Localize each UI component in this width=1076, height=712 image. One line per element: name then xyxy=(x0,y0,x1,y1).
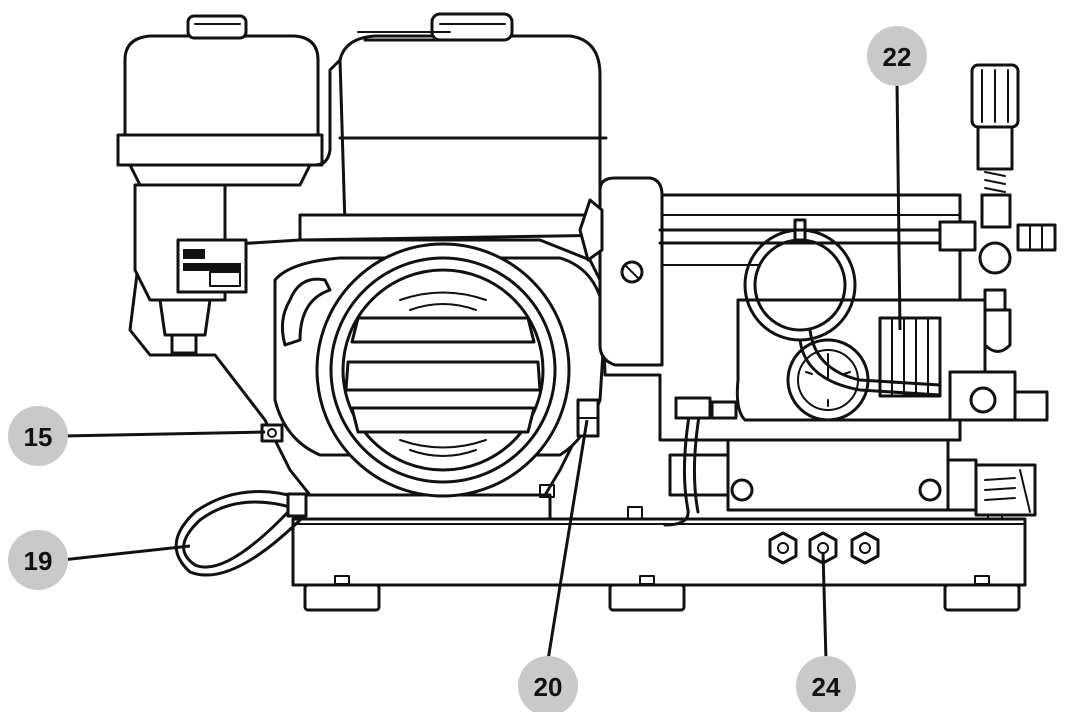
callout-19-label: 19 xyxy=(24,546,53,576)
leader-24 xyxy=(821,551,828,661)
leader-19 xyxy=(61,544,191,562)
engine xyxy=(116,12,622,521)
base-foot-middle xyxy=(608,583,686,612)
leader-15 xyxy=(61,430,266,438)
callout-15: 15 xyxy=(8,406,68,466)
callout-24: 24 xyxy=(796,656,856,712)
callout-20-label: 20 xyxy=(534,672,563,702)
base-foot-left xyxy=(303,583,381,612)
callout-20: 20 xyxy=(518,656,578,712)
callout-22-label: 22 xyxy=(883,42,912,72)
leader-22 xyxy=(895,81,902,331)
engine-mount-bolt xyxy=(260,423,284,443)
callout-19: 19 xyxy=(8,530,68,590)
callout-24-label: 24 xyxy=(812,672,841,702)
base-foot-right xyxy=(943,583,1021,612)
base-fittings xyxy=(768,531,880,565)
engine-bracket-bolt xyxy=(576,398,600,438)
base-frame xyxy=(291,506,1027,612)
hose xyxy=(174,490,308,577)
callout-22: 22 xyxy=(867,26,927,86)
leader-20 xyxy=(546,419,589,661)
pump xyxy=(658,63,1057,527)
callout-15-label: 15 xyxy=(24,422,53,452)
